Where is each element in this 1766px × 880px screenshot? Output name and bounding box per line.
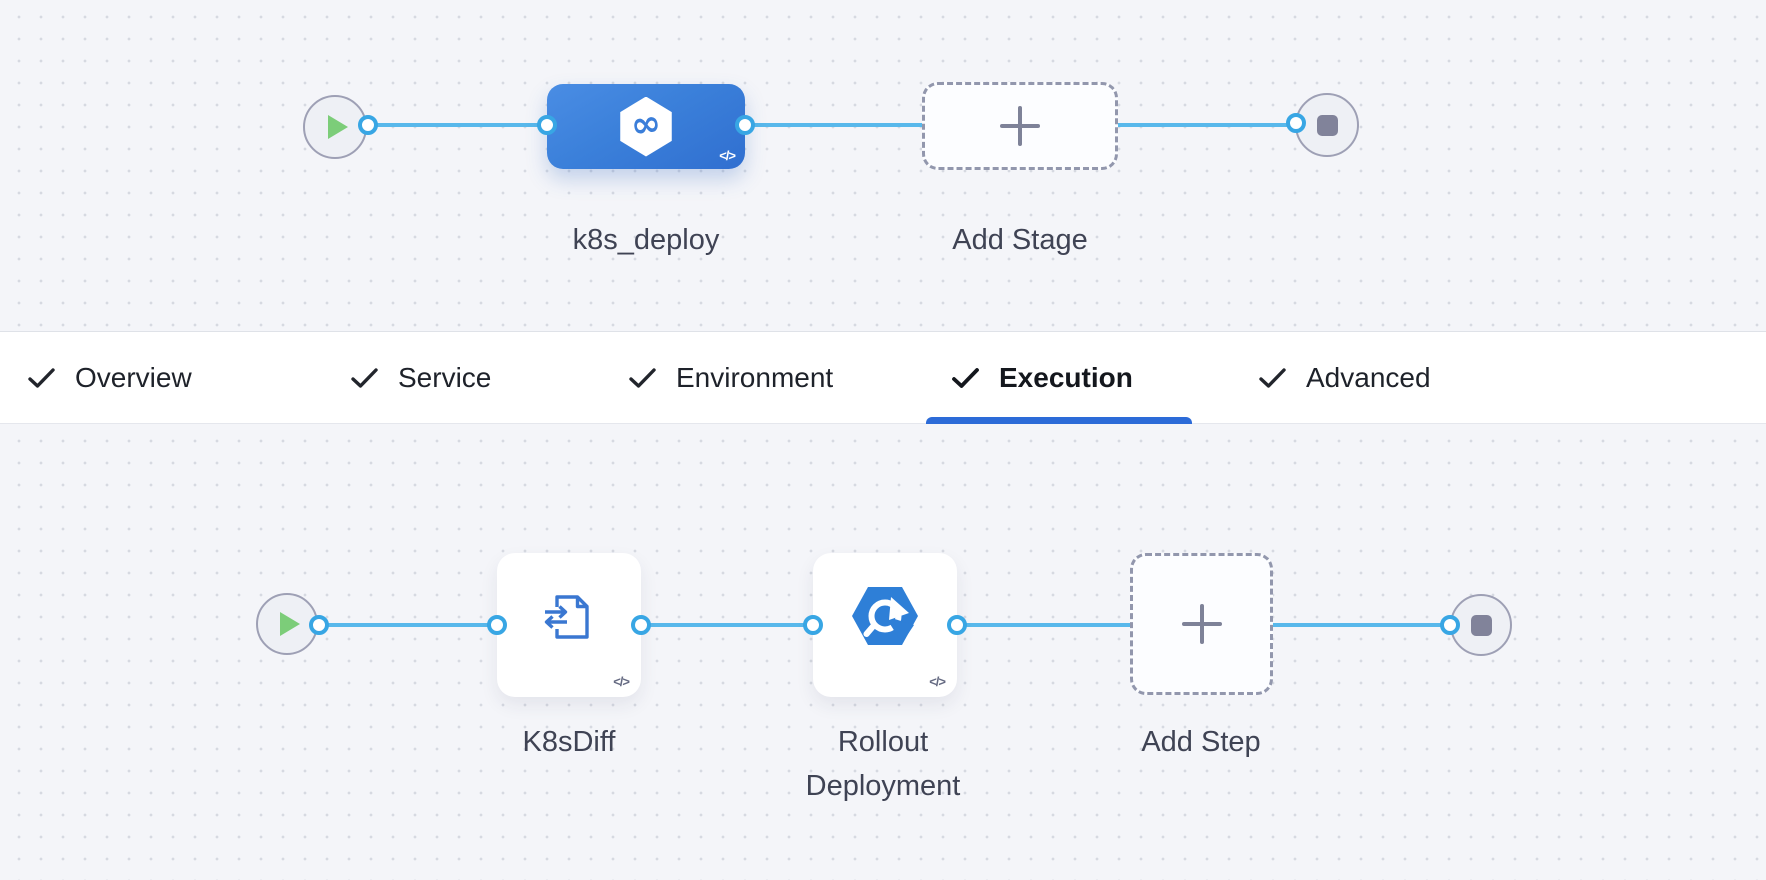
- tab-label: Service: [398, 361, 492, 393]
- step1-out-port[interactable]: [631, 615, 651, 635]
- check-icon: [28, 367, 55, 389]
- check-icon: [952, 367, 979, 389]
- stop-icon: [1470, 614, 1492, 636]
- code-view-icon[interactable]: </>: [613, 674, 630, 689]
- plus-icon: [1181, 604, 1222, 644]
- stage-connector-line: [368, 123, 1296, 127]
- pipeline-start-node: [303, 95, 367, 159]
- stage-node-label: k8s_deploy: [572, 224, 720, 256]
- stage-in-port[interactable]: [537, 115, 557, 135]
- check-icon: [629, 367, 656, 389]
- step2-in-port[interactable]: [803, 615, 823, 635]
- stage-out-port[interactable]: [735, 115, 755, 135]
- execution-steps-canvas[interactable]: </> </> K8sDiff Rollout Deployment Add S: [0, 424, 1766, 880]
- rollout-deployment-icon: [850, 585, 920, 652]
- step2-out-port[interactable]: [947, 615, 967, 635]
- add-stage-button[interactable]: [922, 82, 1118, 170]
- check-icon: [351, 367, 378, 389]
- stop-icon: [1316, 114, 1338, 136]
- stage-pipeline-canvas[interactable]: ∞ </> k8s_deploy Add Stage: [0, 0, 1766, 331]
- infinity-icon: ∞: [628, 101, 664, 147]
- code-view-icon[interactable]: </>: [929, 674, 946, 689]
- stage-config-tabbar: Overview Service Environment Execution A…: [0, 331, 1766, 424]
- play-icon: [328, 115, 348, 139]
- active-tab-underline: [926, 417, 1192, 424]
- step2-label: Rollout Deployment: [805, 726, 961, 802]
- step-node-k8sdiff[interactable]: </>: [497, 553, 641, 697]
- play-icon: [280, 612, 300, 636]
- execution-end-node: [1450, 594, 1512, 656]
- tab-environment[interactable]: Environment: [629, 332, 833, 423]
- step1-in-port[interactable]: [487, 615, 507, 635]
- code-view-icon[interactable]: </>: [719, 148, 736, 163]
- plus-icon: [1000, 106, 1040, 146]
- tab-advanced[interactable]: Advanced: [1259, 332, 1431, 423]
- harness-hexagon-icon: ∞: [620, 96, 672, 157]
- tab-execution[interactable]: Execution: [952, 332, 1133, 423]
- end-in-port[interactable]: [1440, 615, 1460, 635]
- stage-node-k8s-deploy[interactable]: ∞ </>: [547, 84, 745, 169]
- tab-label: Overview: [75, 361, 192, 393]
- add-step-button[interactable]: [1130, 553, 1273, 695]
- step1-label: K8sDiff: [522, 726, 616, 758]
- start-out-port[interactable]: [358, 115, 378, 135]
- tab-label: Environment: [676, 361, 834, 393]
- k8s-diff-icon: [537, 585, 601, 654]
- step-node-rollout-deployment[interactable]: </>: [813, 553, 957, 697]
- tab-label: Execution: [999, 361, 1133, 393]
- check-icon: [1259, 367, 1286, 389]
- add-stage-label: Add Stage: [952, 224, 1088, 256]
- start-out-port[interactable]: [309, 615, 329, 635]
- tab-label: Advanced: [1306, 361, 1431, 393]
- tab-overview[interactable]: Overview: [28, 332, 192, 423]
- add-step-label: Add Step: [1141, 726, 1261, 758]
- execution-start-node: [256, 593, 318, 655]
- tab-service[interactable]: Service: [351, 332, 491, 423]
- end-in-port[interactable]: [1286, 113, 1306, 133]
